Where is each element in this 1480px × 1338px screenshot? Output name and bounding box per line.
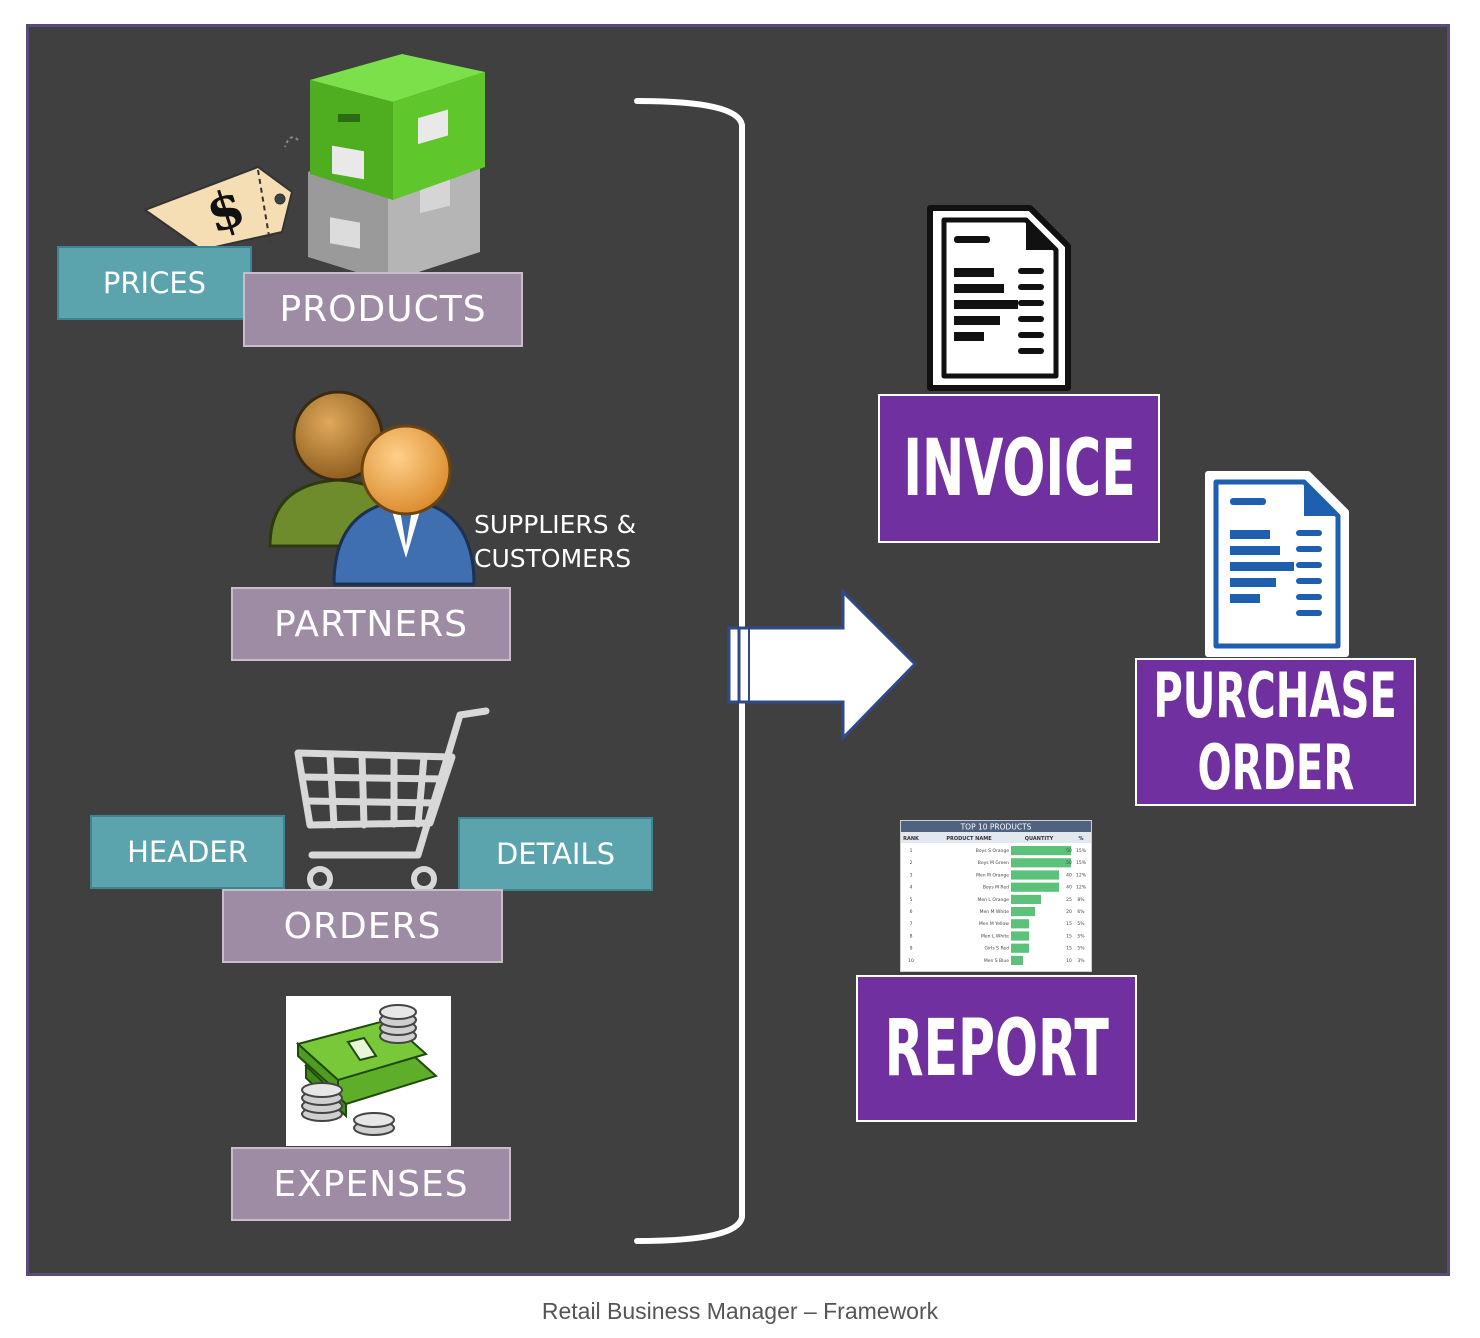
products-label: PRODUCTS	[243, 272, 523, 347]
report-row-name: Men L White	[981, 933, 1009, 939]
purchase-order-output: PURCHASE ORDER	[1135, 658, 1416, 806]
purchase-order-label-line2: ORDER	[1197, 731, 1354, 804]
report-column-header: QUANTITY	[1025, 836, 1054, 842]
report-row-quantity: 15	[1066, 921, 1072, 927]
report-column-header: PRODUCT NAME	[946, 836, 992, 842]
report-row-bar	[1011, 870, 1059, 880]
report-row-name: Men M Orange	[976, 872, 1009, 878]
report-row-quantity: 15	[1066, 933, 1072, 939]
report-row-rank: 4	[910, 885, 913, 891]
report-row-rank: 8	[910, 933, 913, 939]
report-column-header: %	[1078, 836, 1083, 842]
invoice-output: INVOICE	[878, 394, 1160, 543]
details-label: DETAILS	[458, 817, 653, 891]
partners-note-line1: SUPPLIERS &	[474, 510, 637, 539]
report-row-pct: 15%	[1076, 848, 1087, 854]
report-row-name: Boys M Green	[978, 860, 1009, 866]
report-row-bar	[1011, 846, 1071, 856]
report-thumbnail-table: TOP 10 PRODUCTS RANK PRODUCT NAME QUANTITY%…	[901, 821, 1091, 965]
report-row-quantity: 15	[1066, 946, 1072, 952]
report-row-name: Boys S Orange	[976, 848, 1009, 854]
partners-note-line2: CUSTOMERS	[474, 544, 632, 573]
report-row-bar	[1011, 919, 1029, 929]
report-row-name: Men M White	[980, 909, 1010, 915]
report-row-quantity: 40	[1066, 885, 1072, 891]
report-column-header: RANK	[903, 836, 920, 842]
report-row-bar	[1011, 955, 1023, 965]
report-row-rank: 1	[910, 848, 913, 854]
report-row-name: Men L Orange	[978, 897, 1010, 903]
report-row-pct: 3%	[1077, 958, 1085, 964]
report-row-pct: 12%	[1076, 885, 1087, 891]
figure-caption: Retail Business Manager – Framework	[541, 1298, 939, 1324]
report-row-rank: 5	[910, 897, 913, 903]
report-row-rank: 2	[910, 860, 913, 866]
report-row-bar	[1011, 931, 1029, 941]
report-row-pct: 8%	[1077, 897, 1085, 903]
report-row-name: Girls S Red	[985, 946, 1010, 952]
report-row-pct: 6%	[1077, 909, 1085, 915]
report-row-name: Men S Blue	[984, 958, 1009, 964]
report-row-pct: 15%	[1076, 860, 1087, 866]
money-cash-icon	[286, 996, 451, 1146]
report-row-bar	[1011, 894, 1041, 904]
report-row-pct: 12%	[1076, 872, 1087, 878]
report-row-pct: 5%	[1077, 921, 1085, 927]
report-row-rank: 10	[908, 958, 914, 964]
invoice-document-icon	[927, 205, 1071, 391]
flow-arrow-icon	[727, 588, 918, 742]
report-row-quantity: 40	[1066, 872, 1072, 878]
report-row-quantity: 50	[1066, 860, 1072, 866]
report-row-bar	[1011, 882, 1059, 892]
shopping-cart-icon	[294, 707, 490, 892]
partners-people-icon	[268, 390, 476, 586]
report-row-rank: 3	[910, 872, 913, 878]
invoice-label: INVOICE	[902, 423, 1136, 514]
report-row-bar	[1011, 943, 1029, 953]
report-row-quantity: 10	[1066, 958, 1072, 964]
report-row-quantity: 25	[1066, 897, 1072, 903]
report-row-quantity: 20	[1066, 909, 1072, 915]
report-title: TOP 10 PRODUCTS	[960, 823, 1032, 832]
expenses-label: EXPENSES	[231, 1147, 511, 1221]
prices-label: PRICES	[57, 246, 252, 320]
report-row-name: Boys M Red	[983, 885, 1009, 891]
report-output: REPORT	[856, 975, 1137, 1122]
report-row-pct: 5%	[1077, 946, 1085, 952]
header-label: HEADER	[90, 815, 285, 889]
partners-note: SUPPLIERS & CUSTOMERS	[474, 508, 636, 576]
report-title-bar	[901, 821, 1091, 832]
purchase-order-document-icon	[1205, 471, 1349, 657]
purchase-order-label-line1: PURCHASE	[1153, 659, 1398, 732]
orders-label: ORDERS	[222, 889, 503, 963]
report-row-rank: 9	[910, 946, 913, 952]
report-header-row	[901, 832, 1091, 843]
report-row-pct: 5%	[1077, 933, 1085, 939]
report-thumbnail: TOP 10 PRODUCTS RANK PRODUCT NAME QUANTITY%…	[900, 820, 1092, 972]
report-row-rank: 6	[910, 909, 913, 915]
report-row-bar	[1011, 858, 1071, 868]
partners-label: PARTNERS	[231, 587, 511, 661]
report-label: REPORT	[884, 1003, 1109, 1094]
report-row-rank: 7	[910, 921, 913, 927]
report-row-bar	[1011, 907, 1035, 917]
report-row-quantity: 50	[1066, 848, 1072, 854]
price-tag-icon: $	[142, 136, 299, 252]
report-row-name: Men M Yellow	[979, 921, 1009, 927]
product-boxes-icon	[308, 54, 485, 282]
